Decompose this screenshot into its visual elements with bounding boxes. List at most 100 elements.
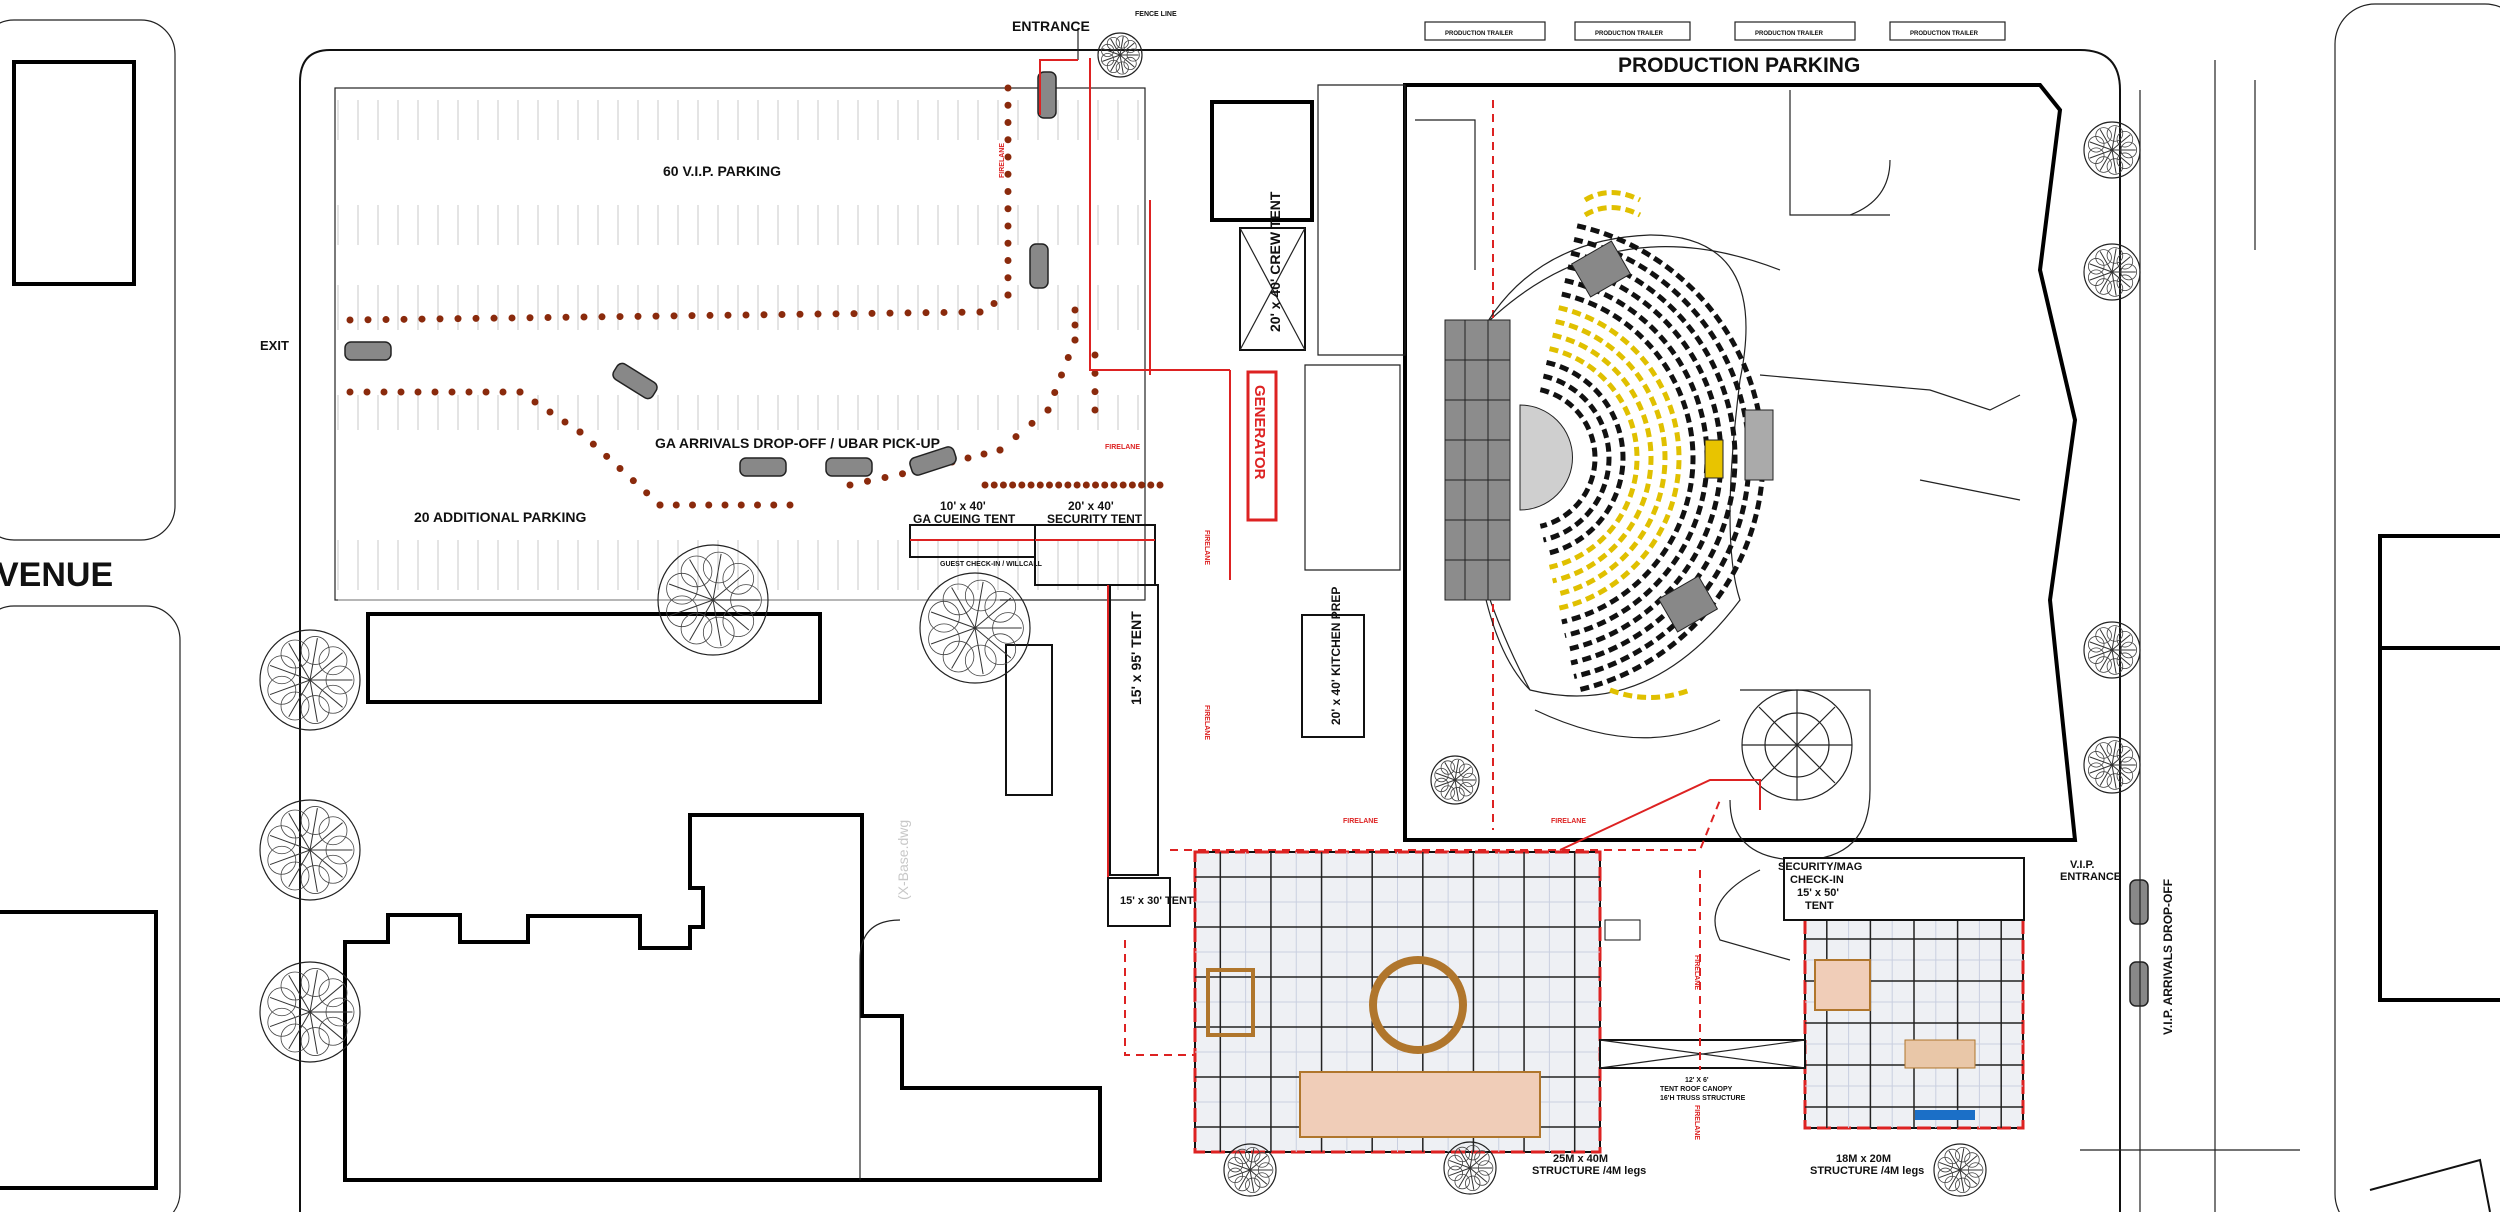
traffic-cone: [576, 428, 584, 436]
tree-branch: [712, 569, 750, 601]
tree-branch: [2111, 256, 2131, 273]
tree-branch: [269, 996, 311, 1013]
traffic-cone: [603, 452, 611, 460]
vip-dropoff-label: V.I.P. ARRIVALS DROP-OFF: [2161, 879, 2175, 1035]
tree-leaf-cluster: [2087, 147, 2105, 164]
tree-leaf-cluster: [702, 551, 735, 584]
tree-branch: [930, 611, 976, 629]
tree-branch: [1110, 54, 1121, 72]
tree-branch: [1939, 1161, 1961, 1171]
ga-cueing-tent: [909, 524, 1036, 558]
tree: [1933, 1143, 1987, 1197]
tree-leaf-cluster: [300, 636, 330, 665]
parking-stalls: [337, 100, 1139, 601]
tree-leaf-cluster: [267, 825, 297, 855]
tree-leaf-cluster: [1465, 1144, 1481, 1161]
drawing-watermark: (X-Base.dwg: [895, 820, 911, 900]
traffic-cone: [990, 300, 998, 307]
tree-branch: [1959, 1169, 1978, 1185]
security-mag-tent-label: TENT: [1805, 900, 1834, 912]
tree-leaf-cluster: [730, 584, 762, 616]
tree-leaf-cluster: [1123, 39, 1137, 54]
vip-entrance-line1: V.I.P.: [2070, 859, 2094, 871]
traffic-cone: [431, 388, 439, 396]
tree-branch: [2111, 134, 2131, 151]
tree-leaf-cluster: [1115, 61, 1129, 75]
security-tent-label: SECURITY TENT: [1047, 512, 1143, 526]
traffic-cone: [724, 311, 732, 319]
tree-branch: [288, 679, 311, 718]
tree-leaf-cluster: [722, 605, 755, 638]
tree-branch: [1469, 1167, 1475, 1190]
vip-entrance-line2: ENTRANCE: [2060, 871, 2121, 883]
traffic-cone: [418, 315, 426, 323]
tree-leaf-cluster: [325, 997, 355, 1027]
tree-leaf-cluster: [325, 665, 355, 695]
tree-leaf-cluster: [1458, 763, 1474, 778]
seating-bowl: [1444, 190, 1774, 700]
arena-building: [1304, 83, 2078, 961]
traffic-cone: [490, 314, 498, 322]
tree-branch: [2111, 271, 2131, 288]
tree-leaf-cluster: [928, 623, 960, 656]
traffic-cone: [531, 398, 539, 406]
tree-leaf-cluster: [680, 555, 713, 588]
tree-leaf-cluster: [1937, 1167, 1954, 1184]
tree-leaf-cluster: [300, 968, 330, 997]
traffic-cone: [544, 313, 552, 321]
traffic-cone: [754, 501, 761, 509]
traffic-cone: [899, 470, 906, 478]
tree-leaf-cluster: [2087, 762, 2105, 779]
traffic-cone: [400, 315, 408, 323]
traffic-cone: [1073, 481, 1081, 489]
tree-branch: [1249, 1155, 1268, 1171]
tree: [259, 961, 361, 1063]
tree-branch: [1469, 1146, 1475, 1169]
tree-leaf-cluster: [666, 572, 698, 605]
security-tent: [1034, 524, 1156, 586]
tree-leaf-cluster: [2095, 742, 2112, 759]
production-trailers: PRODUCTION TRAILER PRODUCTION TRAILER PR…: [1424, 21, 2006, 41]
traffic-cone: [526, 314, 534, 322]
small-structure-size: 18M x 20M: [1836, 1153, 1891, 1165]
tree-branch: [309, 679, 343, 708]
tree-branch: [2099, 764, 2113, 786]
tree-leaf-cluster: [984, 590, 1017, 623]
traffic-cone: [996, 446, 1004, 454]
traffic-cone: [629, 477, 637, 485]
traffic-cone: [981, 481, 989, 489]
additional-parking-label: 20 ADDITIONAL PARKING: [414, 509, 587, 525]
tree-branch: [2111, 149, 2131, 166]
traffic-cone: [1004, 205, 1012, 213]
tree-leaf-cluster: [267, 1007, 297, 1037]
tree: [2083, 621, 2141, 679]
traffic-cone: [1128, 481, 1136, 489]
tree-branch: [1238, 1150, 1251, 1171]
tree-branch: [1119, 36, 1124, 56]
tree-leaf-cluster: [1257, 1162, 1274, 1178]
traffic-cone: [643, 489, 651, 497]
traffic-cone: [922, 309, 930, 317]
guest-checkin-label: GUEST CHECK-IN / WILLCALL: [940, 561, 1043, 568]
tree-leaf-cluster: [1477, 1160, 1494, 1176]
tree-branch: [1469, 1167, 1488, 1183]
tree-branch: [2111, 126, 2117, 151]
tree-branch: [1939, 1169, 1961, 1179]
tree-leaf-cluster: [984, 633, 1017, 666]
traffic-cone: [562, 313, 570, 321]
tree-leaf-cluster: [280, 809, 310, 839]
tree-canopy: [1933, 1143, 1987, 1197]
tree-leaf-cluster: [2106, 625, 2124, 642]
tree-branch: [2099, 271, 2113, 293]
tree-branch: [288, 974, 311, 1013]
tree-leaf-cluster: [2106, 125, 2124, 142]
fence-line-label: FENCE LINE: [1135, 11, 1177, 18]
traffic-cone: [881, 474, 889, 481]
traffic-cone: [634, 312, 642, 320]
tree-branch: [2089, 149, 2113, 159]
traffic-cone: [382, 316, 390, 324]
tree-branch: [2089, 141, 2113, 151]
tree-leaf-cluster: [1964, 1172, 1980, 1188]
traffic-cone: [1004, 119, 1012, 126]
tree-leaf-cluster: [1955, 1177, 1971, 1194]
